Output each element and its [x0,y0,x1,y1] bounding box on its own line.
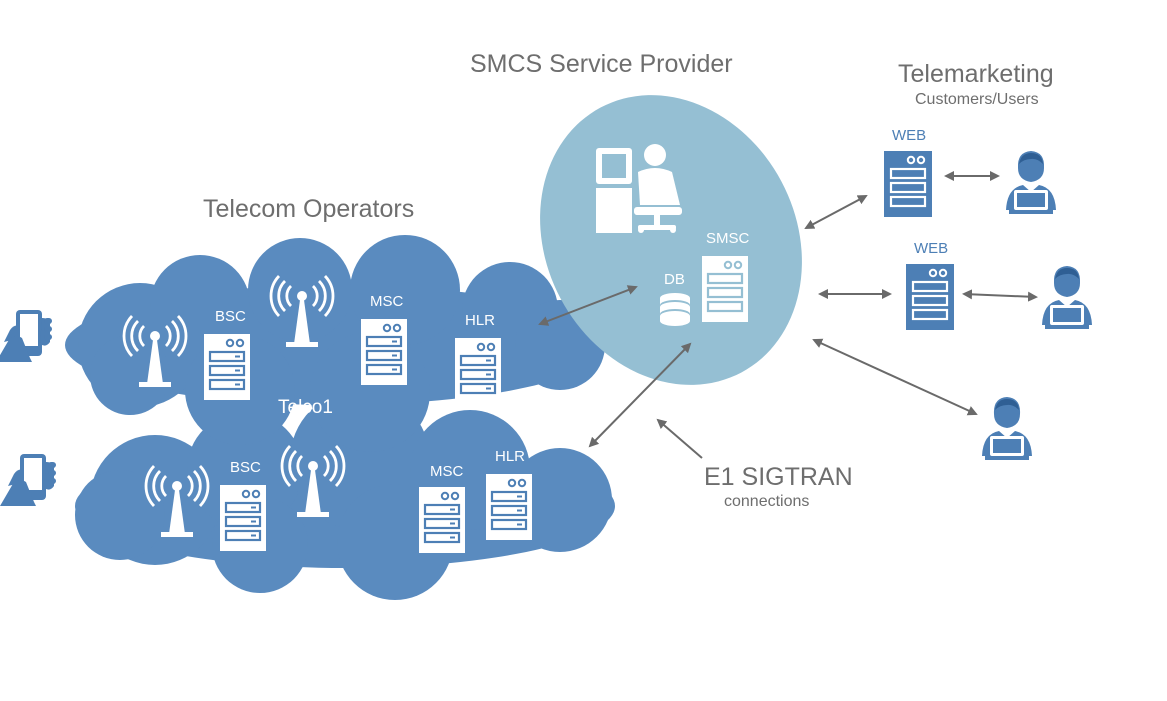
bsc-server-icon [218,483,268,553]
web-server-icon [882,149,934,219]
operator-workstation-icon [596,144,682,233]
telco1-cloud [65,235,605,452]
web2-label: WEB [914,240,949,257]
msc-server-icon [359,317,409,387]
sigtran-subtitle: connections [724,493,810,510]
smcs-provider-title: SMCS Service Provider [470,50,733,78]
db-label: DB [664,271,685,288]
hlr-server-icon [453,336,503,406]
web-server-icon [904,262,956,332]
telecom-operators-title: Telecom Operators [203,195,415,223]
msc-server-icon [417,485,467,555]
telco2-msc-label: MSC [430,463,464,480]
telco2-hlr-label: HLR [495,448,526,465]
bsc-server-icon [202,332,252,402]
hlr-server-icon [484,472,534,542]
double-arrow-icon [588,342,692,448]
telco2-bsc-label: BSC [230,459,261,476]
telemarketing-subtitle: Customers/Users [915,91,1039,108]
smartphone-hand-icon [0,454,56,506]
user-laptop-icon [1006,151,1056,214]
arrow-icon [656,418,703,459]
double-arrow-icon [812,338,978,416]
telco1-name-label: Telco1 [278,397,333,418]
sigtran-title: E1 SIGTRAN [704,463,853,491]
telco1-msc-label: MSC [370,293,404,310]
double-arrow-icon [804,195,868,229]
telco1-hlr-label: HLR [465,312,496,329]
telemarketing-title: Telemarketing [898,60,1054,88]
web1-label: WEB [892,127,927,144]
database-icon [660,293,690,326]
smartphone-hand-icon [0,310,52,362]
user-laptop-icon [1042,266,1092,329]
user-laptop-icon [982,397,1032,460]
telco1-bsc-label: BSC [215,308,246,325]
connection-arrows [538,171,1038,459]
smsc-label: SMSC [706,230,750,247]
double-arrow-icon [962,289,1038,302]
smsc-server-icon [700,254,750,324]
double-arrow-icon [538,285,638,326]
